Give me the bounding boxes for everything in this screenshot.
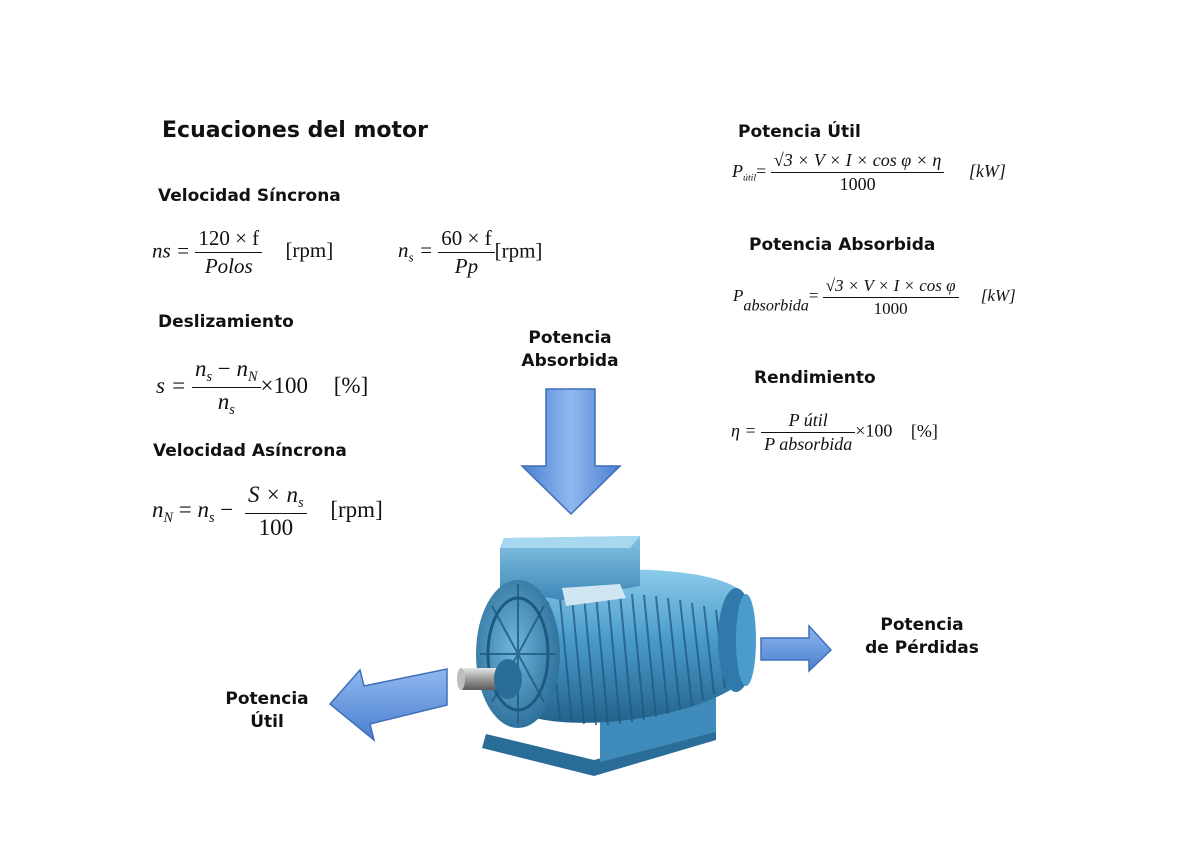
- eq-ns-lhs: ns =: [152, 238, 191, 263]
- equation-rendimiento: η = P útil P absorbida ×100 [%]: [731, 410, 938, 455]
- eq-ns-numerator: 120 × f: [195, 226, 263, 253]
- label-loss-power: Potencia de Pérdidas: [852, 614, 992, 660]
- eq-pa-numerator: √3 × V × I × cos φ: [822, 276, 959, 298]
- eq-ns-fraction: 120 × f Polos: [195, 226, 263, 279]
- eq-pa-sub: absorbida: [743, 298, 809, 316]
- eq-s-nN-sub: N: [248, 368, 258, 385]
- eq-eta-lhs: η =: [731, 420, 757, 441]
- eq-ns2-subscript: s: [408, 249, 414, 265]
- eq-pu-fraction: √3 × V × I × cos φ × η 1000: [770, 150, 945, 195]
- eq-nN-lhs: nN = ns −: [152, 496, 240, 526]
- eq-s-nN: n: [236, 356, 249, 381]
- eq-nN-num-sub: s: [298, 494, 304, 511]
- equation-ns-polos: ns = 120 × f Polos [rpm]: [152, 226, 333, 279]
- eq-eta-denominator: P absorbida: [764, 434, 853, 454]
- eq-nN-symbol: n: [152, 496, 164, 522]
- label-input-line2: Absorbida: [521, 350, 619, 371]
- eq-nN-ns-sub: s: [209, 509, 215, 526]
- eq-nN-minus: −: [214, 496, 240, 522]
- eq-s-minus: −: [212, 356, 237, 381]
- label-output-line2: Útil: [250, 711, 284, 732]
- eq-s-fraction: ns − nN ns: [191, 356, 261, 419]
- eq-nN-numerator: S × ns: [245, 482, 307, 514]
- eq-pa-denominator: 1000: [873, 299, 908, 318]
- label-input-power: Potencia Absorbida: [512, 327, 628, 373]
- heading-potencia-util: Potencia Útil: [738, 122, 861, 142]
- eq-s-factor: ×100: [260, 372, 309, 398]
- eq-pu-unit: [kW]: [968, 160, 1006, 181]
- eq-nN-unit: [rpm]: [330, 496, 383, 522]
- eq-s-ns: n: [194, 356, 207, 381]
- eq-pu-denominator: 1000: [839, 174, 876, 194]
- arrow-down-input: [520, 388, 622, 516]
- page-title: Ecuaciones del motor: [162, 118, 428, 143]
- equation-velocidad-asincrona: nN = ns − S × ns 100 [rpm]: [152, 482, 383, 541]
- eq-pa-equals: =: [808, 286, 819, 306]
- label-input-line1: Potencia: [528, 328, 612, 348]
- eq-ns2-unit: [rpm]: [494, 238, 543, 263]
- eq-pu-equals: =: [756, 160, 767, 181]
- eq-s-numerator: ns − nN: [191, 356, 261, 388]
- eq-pa-P: P: [733, 286, 744, 306]
- electric-motor-image: [457, 536, 756, 776]
- eq-ns2-denominator: Pp: [454, 254, 479, 278]
- eq-eta-fraction: P útil P absorbida: [761, 410, 856, 455]
- eq-ns2-equals: =: [413, 238, 433, 263]
- heading-rendimiento: Rendimiento: [754, 368, 876, 388]
- eq-ns2-fraction: 60 × f Pp: [438, 226, 495, 279]
- eq-eta-numerator: P útil: [761, 410, 856, 433]
- eq-s-ns-sub: s: [206, 368, 213, 385]
- heading-deslizamiento: Deslizamiento: [158, 312, 294, 332]
- eq-ns2-lhs: ns =: [398, 238, 433, 265]
- eq-ns2-symbol: n: [398, 238, 409, 263]
- label-output-line1: Potencia: [225, 689, 309, 709]
- eq-ns-unit: [rpm]: [285, 238, 334, 263]
- eq-pa-fraction: √3 × V × I × cos φ 1000: [822, 276, 959, 319]
- eq-pa-lhs: Pabsorbida=: [733, 286, 819, 315]
- eq-pu-sub: útil: [743, 172, 757, 184]
- equation-potencia-util: Pútil= √3 × V × I × cos φ × η 1000 [kW]: [732, 150, 1006, 195]
- eq-nN-denominator: 100: [258, 514, 294, 540]
- eq-nN-sub: N: [163, 509, 174, 526]
- eq-s-unit: [%]: [333, 372, 369, 398]
- eq-eta-unit: [%]: [910, 420, 938, 441]
- eq-eta-factor: ×100: [855, 420, 893, 441]
- equation-potencia-absorbida: Pabsorbida= √3 × V × I × cos φ 1000 [kW]: [733, 276, 1016, 319]
- label-loss-line1: Potencia: [880, 615, 964, 635]
- label-loss-line2: de Pérdidas: [865, 637, 979, 658]
- eq-s-den-n: n: [217, 388, 230, 414]
- eq-nN-ns: n: [197, 496, 210, 522]
- eq-s-den-sub: s: [229, 401, 235, 418]
- eq-pu-P: P: [732, 160, 743, 181]
- eq-s-denominator: ns: [192, 388, 261, 419]
- arrow-left-output: [328, 668, 448, 743]
- eq-nN-fraction: S × ns 100: [245, 482, 307, 541]
- heading-velocidad-sincrona: Velocidad Síncrona: [158, 186, 341, 206]
- equation-ns-pp: ns = 60 × f Pp [rpm]: [398, 226, 542, 279]
- eq-pu-numerator: √3 × V × I × cos φ × η: [770, 150, 945, 173]
- eq-pu-lhs: Pútil=: [732, 160, 767, 184]
- eq-pa-unit: [kW]: [980, 286, 1016, 306]
- eq-ns-denominator: Polos: [204, 254, 253, 278]
- heading-potencia-absorbida: Potencia Absorbida: [749, 235, 936, 255]
- eq-nN-num-text: S × n: [248, 482, 299, 507]
- heading-velocidad-asincrona: Velocidad Asíncrona: [153, 441, 347, 461]
- eq-s-lhs: s =: [156, 372, 187, 398]
- equation-deslizamiento: s = ns − nN ns ×100 [%]: [156, 356, 368, 419]
- label-output-power: Potencia Útil: [212, 688, 322, 734]
- arrow-right-loss: [760, 624, 833, 673]
- eq-nN-equals: =: [173, 496, 198, 522]
- eq-ns2-numerator: 60 × f: [438, 226, 495, 253]
